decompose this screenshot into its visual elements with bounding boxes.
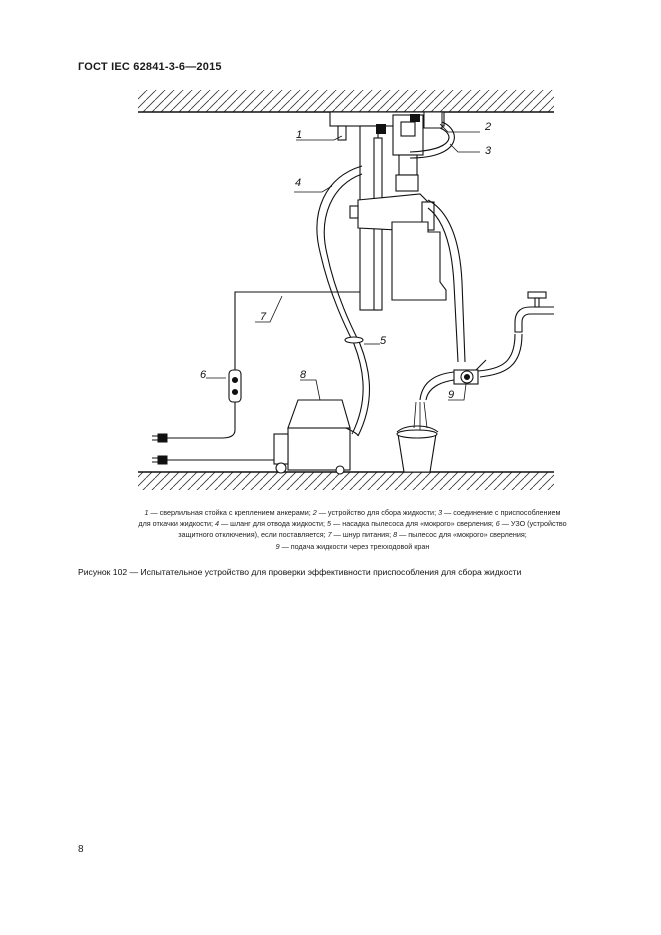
legend-num: 4 — [215, 519, 219, 529]
callout-labels: 1 2 3 4 5 6 7 8 9 — [200, 121, 492, 401]
figure-caption: Рисунок 102 — Испытательное устройство д… — [78, 567, 522, 577]
test-setup-figure: 1 2 3 4 5 6 7 8 9 — [138, 90, 554, 490]
legend-num: 3 — [438, 508, 443, 517]
label-4: 4 — [295, 177, 301, 189]
legend-text: — сверлильная стойка с креплением анкера… — [148, 508, 313, 517]
label-9: 9 — [448, 389, 454, 401]
collection-device — [376, 111, 447, 301]
legend-text: защитного отключения), если поставляется… — [178, 530, 328, 540]
figure-legend: 1 — сверлильная стойка с креплением анке… — [80, 507, 625, 552]
hose-connection — [409, 121, 455, 159]
power-cord — [166, 291, 360, 461]
legend-num: 2 — [312, 508, 317, 517]
plugs — [152, 433, 168, 465]
legend-num: 6 — [495, 519, 500, 529]
ceiling — [138, 90, 554, 113]
legend-num: 8 — [393, 530, 398, 540]
page-number: 8 — [78, 844, 84, 855]
legend-text: — устройство для сбора жидкости; — [316, 508, 439, 517]
legend-line: 1 — сверлильная стойка с креплением анке… — [80, 507, 625, 518]
drain-hose — [316, 165, 371, 437]
vacuum-cleaner — [273, 399, 359, 475]
label-2: 2 — [484, 121, 491, 133]
legend-line: для откачки жидкости; 4 — шланг для отво… — [80, 518, 625, 529]
three-way-valve — [419, 359, 487, 401]
label-8: 8 — [300, 369, 307, 381]
document-header: ГОСТ IEC 62841-3-6—2015 — [78, 61, 222, 73]
callouts — [206, 123, 480, 401]
label-5: 5 — [380, 335, 387, 347]
legend-text: — насадка пылесоса для «мокрого» сверлен… — [331, 519, 496, 529]
water-tap — [514, 291, 554, 333]
supply-hose — [427, 199, 466, 363]
label-7: 7 — [260, 311, 267, 323]
legend-text: для откачки жидкости; — [138, 519, 215, 529]
legend-text: — шнур питания; — [331, 530, 394, 540]
legend-text: — пылесос для «мокрого» сверления; — [397, 530, 527, 540]
legend-text: — подача жидкости через трехходовой кран — [279, 541, 430, 551]
label-6: 6 — [200, 369, 207, 381]
label-3: 3 — [485, 145, 492, 157]
legend-num: 7 — [327, 530, 332, 540]
legend-num: 5 — [327, 519, 332, 529]
legend-num: 9 — [275, 541, 280, 551]
floor — [138, 471, 554, 490]
bucket — [396, 401, 439, 473]
legend-text: — соединение с приспособлением — [442, 508, 561, 517]
legend-num: 1 — [144, 508, 149, 517]
legend-line: 9 — подача жидкости через трехходовой кр… — [80, 541, 625, 552]
rcd-device — [228, 369, 242, 403]
tap-hose — [477, 333, 523, 378]
label-1: 1 — [296, 129, 302, 141]
legend-text: — УЗО (устройство — [499, 519, 567, 529]
legend-text: — шланг для отвода жидкости; — [219, 519, 328, 529]
legend-line: защитного отключения), если поставляется… — [80, 529, 625, 540]
